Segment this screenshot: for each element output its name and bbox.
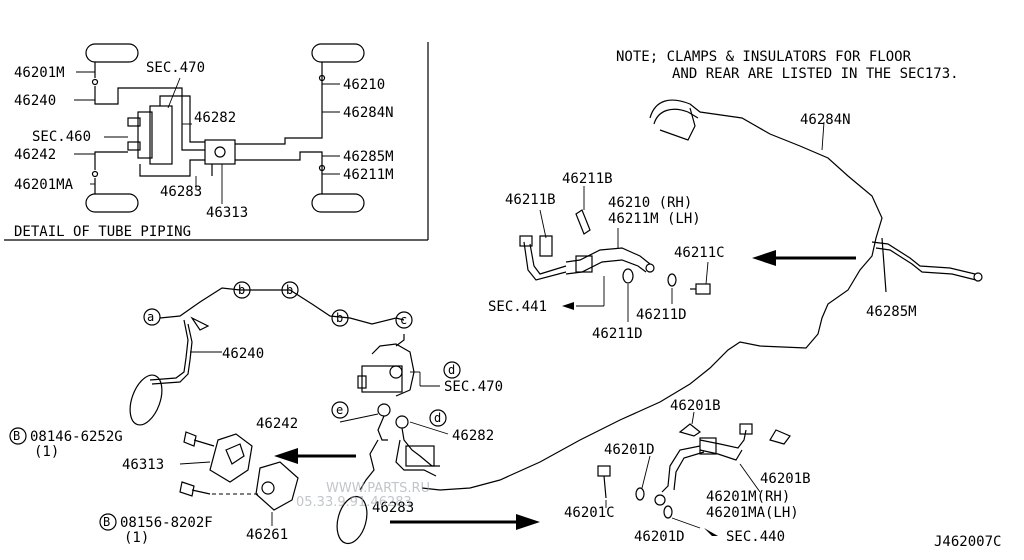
label-sec470: SEC.470 [444, 379, 503, 395]
label-46240: 46240 [222, 346, 264, 362]
label-46201c: 46201C [564, 505, 615, 521]
label-46284n: 46284N [800, 112, 851, 128]
label-46285m: 46285M [866, 304, 917, 320]
detail-label-46284n: 46284N [343, 105, 394, 121]
label-sec440: SEC.440 [726, 529, 785, 545]
diagram-code: J462007C [934, 534, 1001, 550]
detail-label-46283: 46283 [160, 184, 202, 200]
callout-b-bolt-1: B [13, 429, 20, 443]
label-46313: 46313 [122, 457, 164, 473]
callout-a: a [147, 310, 154, 324]
callout-c: c [400, 313, 407, 327]
label-46201d-a: 46201D [604, 442, 655, 458]
callout-b-1: b [238, 283, 245, 297]
label-46211c: 46211C [674, 245, 725, 261]
callout-d-1: d [448, 363, 455, 377]
watermark-line-2: 05.33.9.91.46283 [296, 495, 412, 510]
detail-label-46240: 46240 [14, 93, 56, 109]
label-46201b-a: 46201B [670, 398, 721, 414]
detail-label-sec460: SEC.460 [32, 129, 91, 145]
rear-brake-tube [421, 99, 983, 491]
label-46211d-a: 46211D [636, 307, 687, 323]
callout-b-3: b [336, 311, 343, 325]
watermark-line-1: WWW.PARTS.RU [326, 481, 430, 496]
label-bolt-08156-qty: (1) [124, 530, 149, 546]
detail-label-46211m: 46211M [343, 167, 394, 183]
arrow-left-lower [274, 448, 356, 464]
detail-caption: DETAIL OF TUBE PIPING [14, 224, 191, 240]
detail-label-46201ma: 46201MA [14, 177, 74, 193]
label-46282: 46282 [452, 428, 494, 444]
callout-e: e [336, 403, 343, 417]
detail-label-46313: 46313 [206, 205, 248, 221]
bolt-callouts: B B [9, 427, 117, 531]
label-46201m-rh: 46201M(RH) [706, 489, 790, 505]
note-line-1: NOTE; CLAMPS & INSULATORS FOR FLOOR [616, 49, 912, 65]
detail-label-46201m: 46201M [14, 65, 65, 81]
label-bolt-08146-qty: (1) [34, 444, 59, 460]
label-46211b-a: 46211B [505, 192, 556, 208]
callout-d-2: d [434, 411, 441, 425]
detail-label-46210: 46210 [343, 77, 385, 93]
proportioning-valve-bracket [179, 431, 299, 526]
label-46211b-b: 46211B [562, 171, 613, 187]
label-46261: 46261 [246, 527, 288, 543]
label-46283: 46283 [372, 500, 414, 516]
rear-brake-hose-assembly [519, 186, 711, 322]
label-46201ma-lh: 46201MA(LH) [706, 505, 799, 521]
detail-label-sec470: SEC.470 [146, 60, 205, 76]
callout-group-mc: d e d [331, 361, 461, 427]
detail-label-46285m: 46285M [343, 149, 394, 165]
label-46211d-b: 46211D [592, 326, 643, 342]
master-cylinder [336, 343, 449, 545]
label-bolt-08156: 08156-8202F [120, 515, 213, 531]
detail-of-tube-piping: 46201M SEC.470 46240 46282 SEC.460 46242… [4, 42, 429, 241]
label-sec441: SEC.441 [488, 299, 547, 315]
label-46242: 46242 [256, 416, 298, 432]
arrow-left-upper [752, 250, 856, 266]
front-brake-hose-assembly [597, 411, 791, 536]
front-piping [129, 287, 405, 426]
label-46210-rh: 46210 (RH) [608, 195, 692, 211]
callout-b-bolt-2: B [103, 515, 110, 529]
label-bolt-08146: 08146-6252G [30, 429, 123, 445]
callout-group-upper: a b b b c [143, 281, 413, 329]
label-46201b-b: 46201B [760, 471, 811, 487]
detail-label-46242: 46242 [14, 147, 56, 163]
label-46201d-b: 46201D [634, 529, 685, 545]
arrow-right-bottom [390, 514, 540, 530]
detail-label-46282: 46282 [194, 110, 236, 126]
note-line-2: AND REAR ARE LISTED IN THE SEC173. [672, 66, 959, 82]
callout-b-2: b [286, 283, 293, 297]
label-46211m-lh: 46211M (LH) [608, 211, 701, 227]
